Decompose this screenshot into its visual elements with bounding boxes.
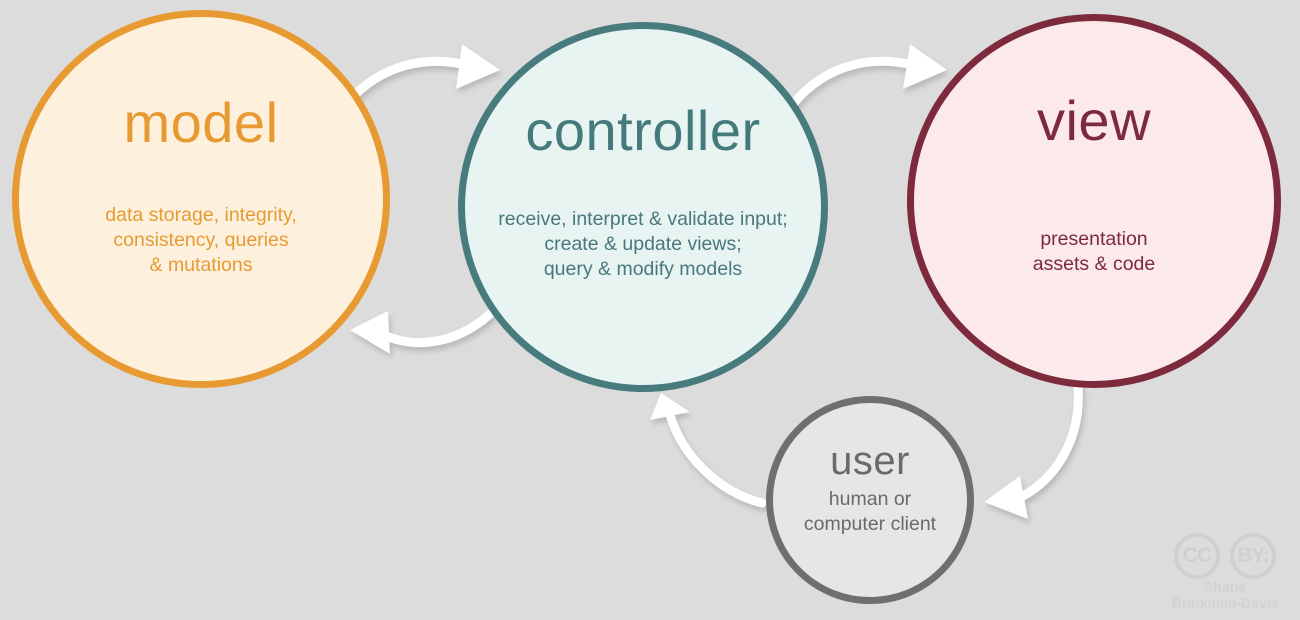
license-badge[interactable]: CC BY: Shane Brinkman-Davis xyxy=(1160,533,1290,612)
node-controller-title: controller xyxy=(525,99,761,162)
creative-commons-marks: CC BY: xyxy=(1160,533,1290,580)
node-model-description: data storage, integrity, consistency, qu… xyxy=(105,204,297,276)
node-user-title: user xyxy=(830,439,910,483)
license-author: Shane Brinkman-Davis xyxy=(1160,580,1290,612)
node-user-description: human or computer client xyxy=(803,488,937,535)
node-controller[interactable]: controller receive, interpret & validate… xyxy=(458,22,828,392)
node-controller-description: receive, interpret & validate input; cre… xyxy=(498,208,788,280)
node-user[interactable]: user human or computer client xyxy=(766,396,974,604)
license-author-line2: Brinkman-Davis xyxy=(1171,595,1279,612)
node-view-title: view xyxy=(1036,89,1152,152)
creative-commons-icon: CC xyxy=(1174,533,1220,580)
arrow-user-to-controller xyxy=(650,393,767,508)
node-view[interactable]: view presentation assets & code xyxy=(907,14,1281,388)
arrow-controller-to-model xyxy=(350,309,495,354)
arrow-view-to-user xyxy=(984,380,1083,519)
node-view-description: presentation assets & code xyxy=(1032,228,1156,275)
node-model[interactable]: model data storage, integrity, consisten… xyxy=(12,10,390,388)
license-author-line1: Shane xyxy=(1203,580,1247,597)
node-model-title: model xyxy=(123,91,279,154)
arrow-model-to-controller xyxy=(340,44,500,110)
arrow-controller-to-view xyxy=(788,44,947,109)
attribution-by-icon: BY: xyxy=(1230,533,1276,580)
